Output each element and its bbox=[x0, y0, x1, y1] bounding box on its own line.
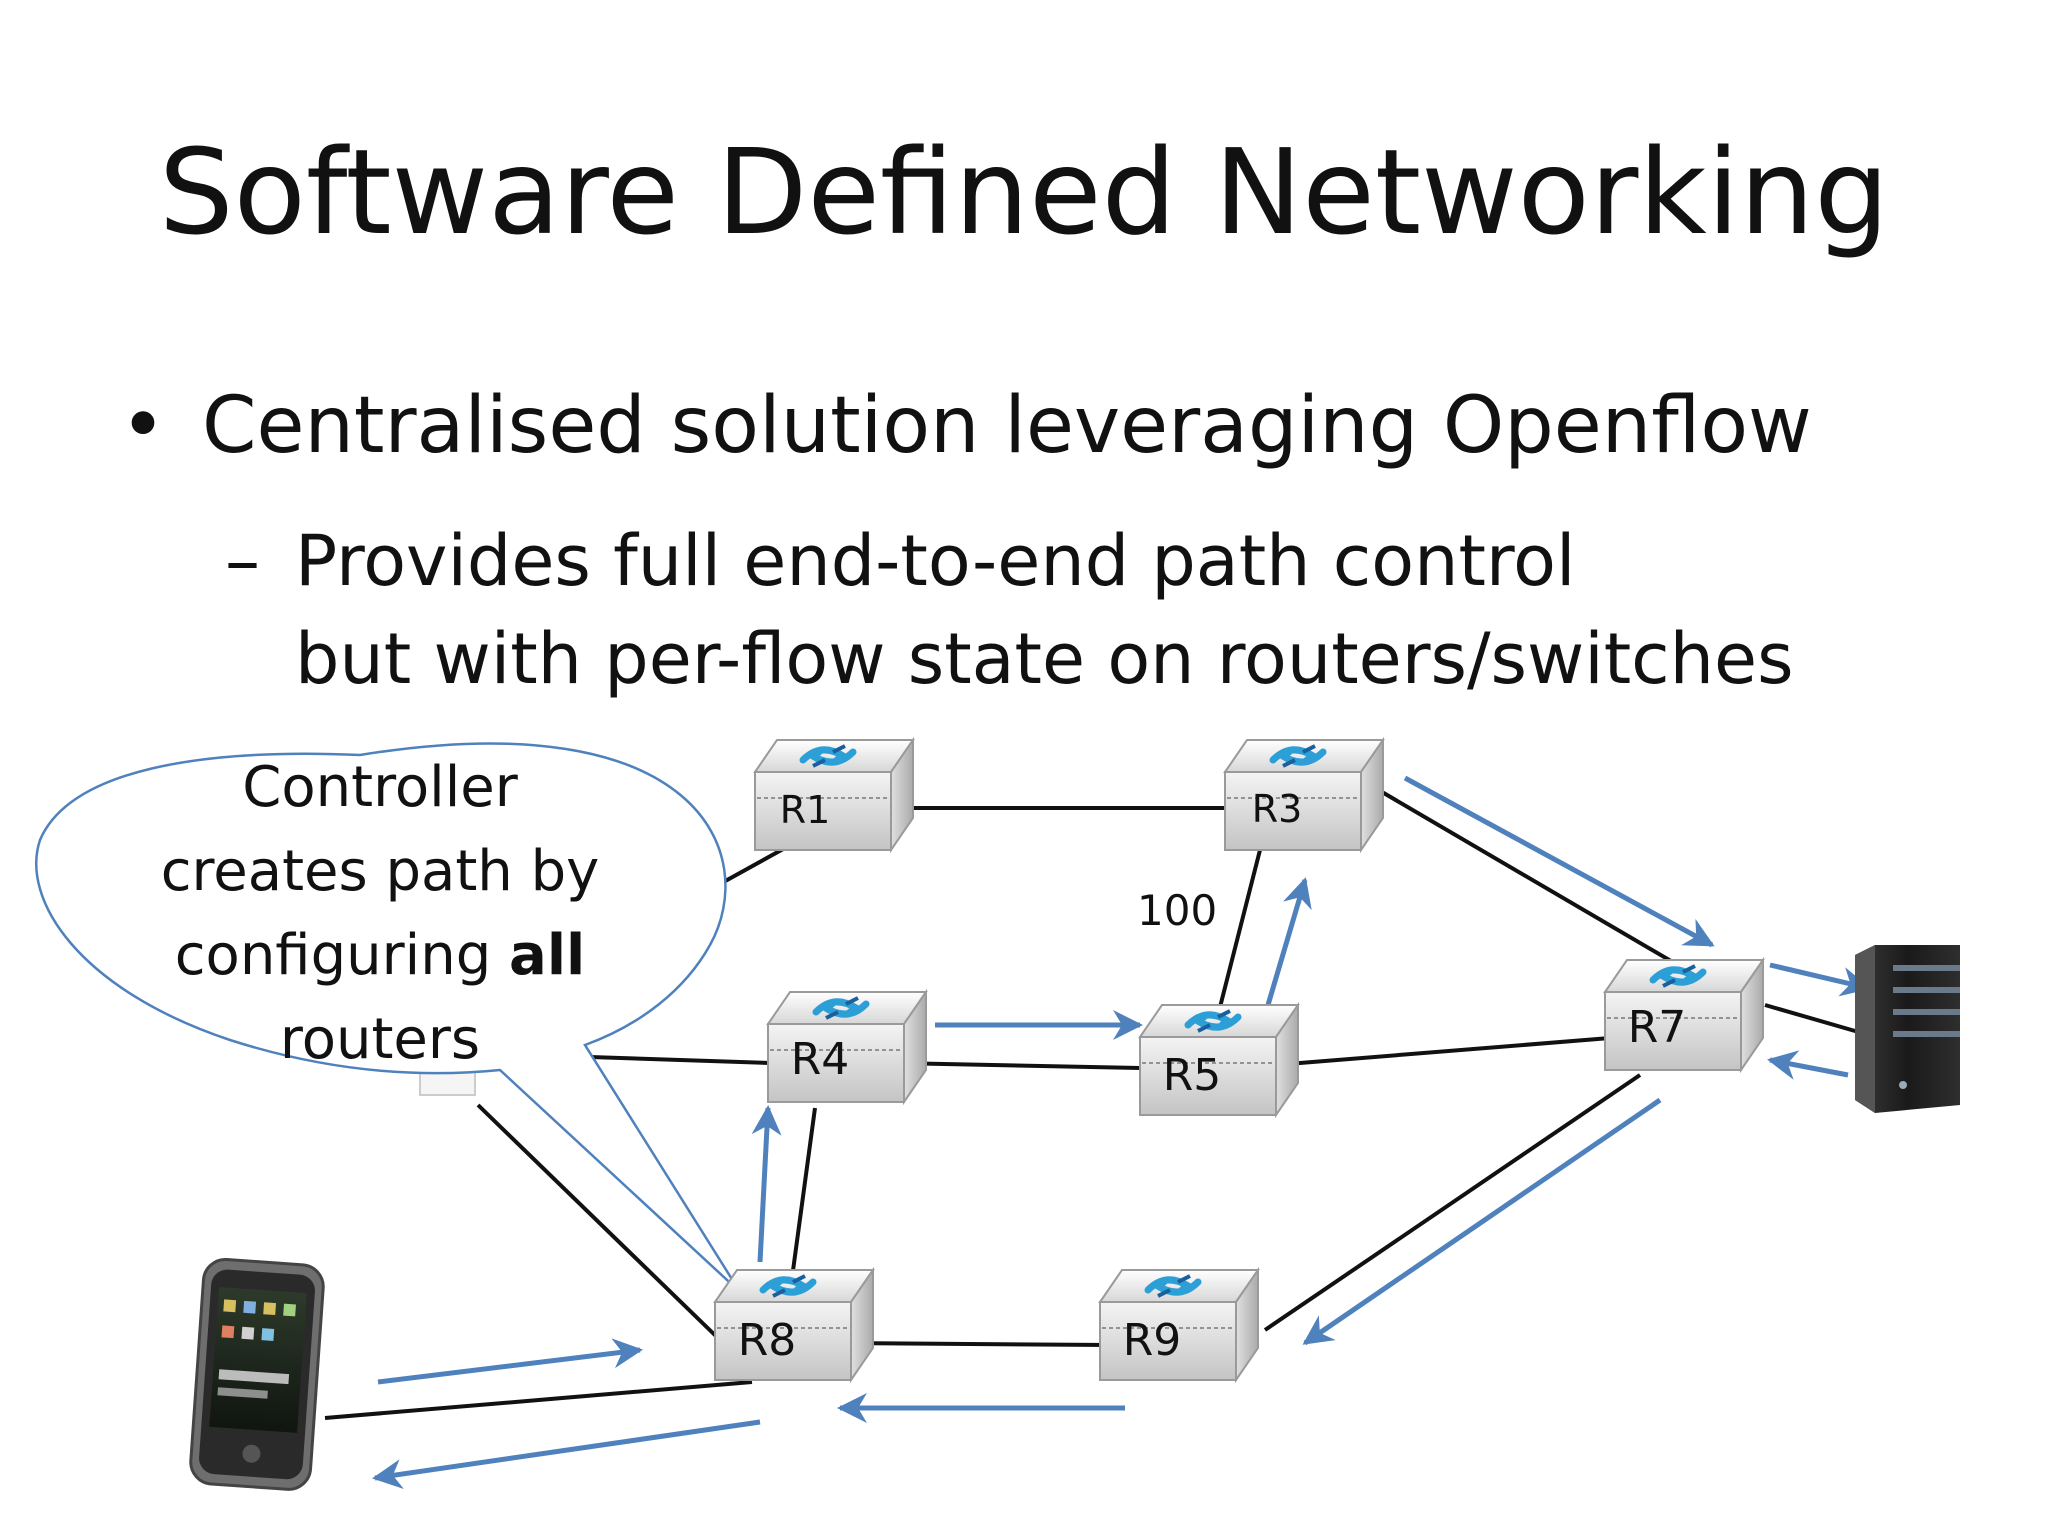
link-r3-r7 bbox=[1368, 783, 1702, 980]
link-phone-r8 bbox=[324, 1380, 753, 1420]
phone bbox=[189, 1257, 325, 1491]
router-icon bbox=[766, 988, 928, 1106]
controller-callout: Controller creates path by configuring a… bbox=[35, 742, 742, 1293]
link-r9-r7 bbox=[1263, 1073, 1642, 1332]
router-label-r7: R7 bbox=[1628, 1002, 1687, 1053]
arrow-phone-to-r8 bbox=[377, 1338, 643, 1385]
router-label-r4: R4 bbox=[791, 1034, 850, 1085]
sub-bullet-line-1: Provides full end-to-end path control bbox=[295, 520, 1576, 602]
link-r5-r7 bbox=[1274, 1036, 1611, 1067]
sub-bullet-line-2: but with per-flow state on routers/switc… bbox=[295, 618, 1794, 700]
router-icon bbox=[713, 1266, 875, 1384]
router-icon bbox=[753, 736, 915, 854]
router-label-r8: R8 bbox=[738, 1315, 797, 1366]
router-r7: R7 bbox=[1603, 956, 1765, 1074]
phone-icon bbox=[189, 1257, 325, 1491]
router-label-r1: R1 bbox=[780, 788, 831, 832]
link-controller-r8 bbox=[476, 1103, 722, 1342]
link-r8-r9 bbox=[834, 1341, 1111, 1347]
link-r4-r8 bbox=[790, 1107, 817, 1279]
arrow-r8-to-r4 bbox=[751, 1105, 782, 1263]
router-icon bbox=[1098, 1266, 1260, 1384]
server-icon bbox=[1855, 945, 1960, 1113]
router-r3: R3 bbox=[1223, 736, 1385, 854]
callout-line-3-bold: all bbox=[509, 923, 585, 988]
callout-line-1: Controller bbox=[242, 755, 518, 820]
arrow-r8-to-phone bbox=[372, 1419, 761, 1489]
arrow-r7-to-r9 bbox=[1302, 1097, 1662, 1346]
router-icon bbox=[1138, 1001, 1300, 1119]
callout-line-4: routers bbox=[280, 1007, 480, 1072]
router-r1: R1 bbox=[753, 736, 915, 854]
sub-bullet-marker: – bbox=[225, 520, 260, 602]
bullet-marker: • bbox=[120, 381, 167, 471]
link-r4-r5 bbox=[894, 1061, 1141, 1070]
path-arrows bbox=[372, 775, 1871, 1489]
router-r4: R4 bbox=[766, 988, 928, 1106]
server bbox=[1855, 945, 1960, 1113]
link-controller-r4 bbox=[589, 1055, 771, 1065]
router-icon bbox=[1223, 736, 1385, 854]
router-icon bbox=[1603, 956, 1765, 1074]
router-label-r3: R3 bbox=[1252, 787, 1303, 831]
router-label-r5: R5 bbox=[1163, 1050, 1222, 1101]
callout-line-3-prefix: configuring bbox=[175, 923, 509, 988]
bullet-text: Centralised solution leveraging Openflow bbox=[202, 381, 1812, 471]
arrow-r7-to-server bbox=[1769, 962, 1871, 997]
callout-line-3: configuring all bbox=[175, 923, 585, 988]
arrow-r3-to-r7 bbox=[1403, 775, 1715, 948]
router-label-r9: R9 bbox=[1123, 1315, 1182, 1366]
slide-title: Software Defined Networking bbox=[158, 123, 1890, 261]
link-r7-server bbox=[1764, 1003, 1863, 1035]
arrow-r5-to-r3 bbox=[1265, 877, 1312, 1006]
router-r5: R5 bbox=[1138, 1001, 1300, 1119]
link-weight-label: 100 bbox=[1137, 886, 1217, 935]
callout-line-2: creates path by bbox=[161, 839, 600, 904]
arrow-server-to-r7 bbox=[1767, 1050, 1849, 1080]
router-r8: R8 bbox=[713, 1266, 875, 1384]
link-r3-r5 bbox=[1216, 849, 1262, 1016]
router-r9: R9 bbox=[1098, 1266, 1260, 1384]
network-links bbox=[324, 783, 1863, 1420]
